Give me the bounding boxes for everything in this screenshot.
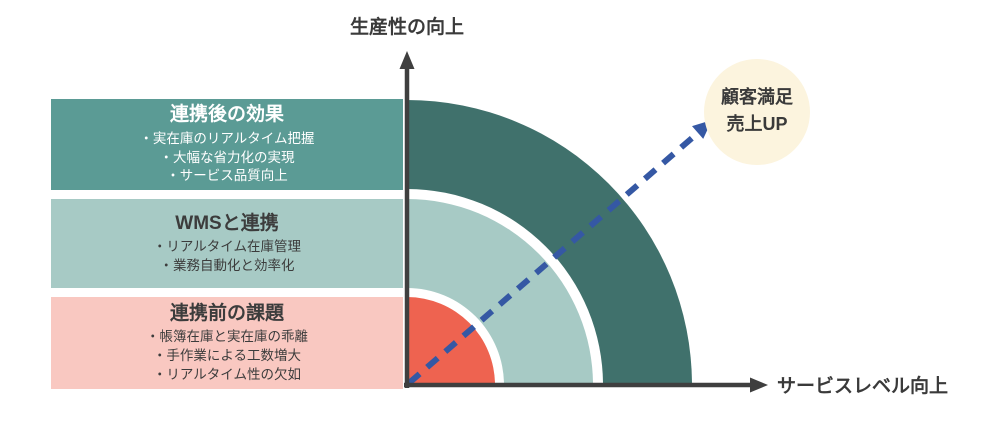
layer-bullet: ・リアルタイム在庫管理 [152,239,302,255]
goal-bubble-text: 顧客満足 売上UP [695,84,819,138]
goal-bubble-line2: 売上UP [726,114,788,134]
layer-box-wms-integration: WMSと連携 ・リアルタイム在庫管理 ・業務自動化と効率化 [51,199,403,288]
middle-ring-arc [407,199,593,385]
layer-bullet: ・サービス品質向上 [166,168,288,184]
goal-bubble-line1: 顧客満足 [721,87,793,107]
y-axis-arrowhead-icon [399,51,415,69]
x-axis-label: サービスレベル向上 [777,376,949,397]
layer-box-before-integration: 連携前の課題 ・帳簿在庫と実在庫の乖離 ・手作業による工数増大 ・リアルタイム性… [51,297,403,389]
layer-bullet: ・帳簿在庫と実在庫の乖離 [146,329,308,345]
layer-bullet: ・手作業による工数増大 [152,348,302,364]
layer-bullet: ・大幅な省力化の実現 [159,149,295,165]
outer-gap-arc [407,189,603,385]
inner-core-arc [407,297,495,385]
layer-bullet: ・リアルタイム性の欠如 [152,366,302,382]
outer-ring-arc [407,100,692,385]
y-axis-label: 生産性の向上 [349,17,464,38]
layer-bullet: ・実在庫のリアルタイム把握 [139,130,315,146]
growth-arrow-dashed-line [407,129,701,386]
layer-bullet: ・業務自動化と効率化 [159,257,295,273]
layer-box-after-integration: 連携後の効果 ・実在庫のリアルタイム把握 ・大幅な省力化の実現 ・サービス品質向… [51,99,403,190]
layer-title-after: 連携後の効果 [169,104,284,126]
x-axis-arrowhead-icon [750,377,768,393]
inner-gap-arc [407,288,504,385]
layer-title-before: 連携前の課題 [169,302,284,324]
layer-title-wms: WMSと連携 [175,212,279,234]
